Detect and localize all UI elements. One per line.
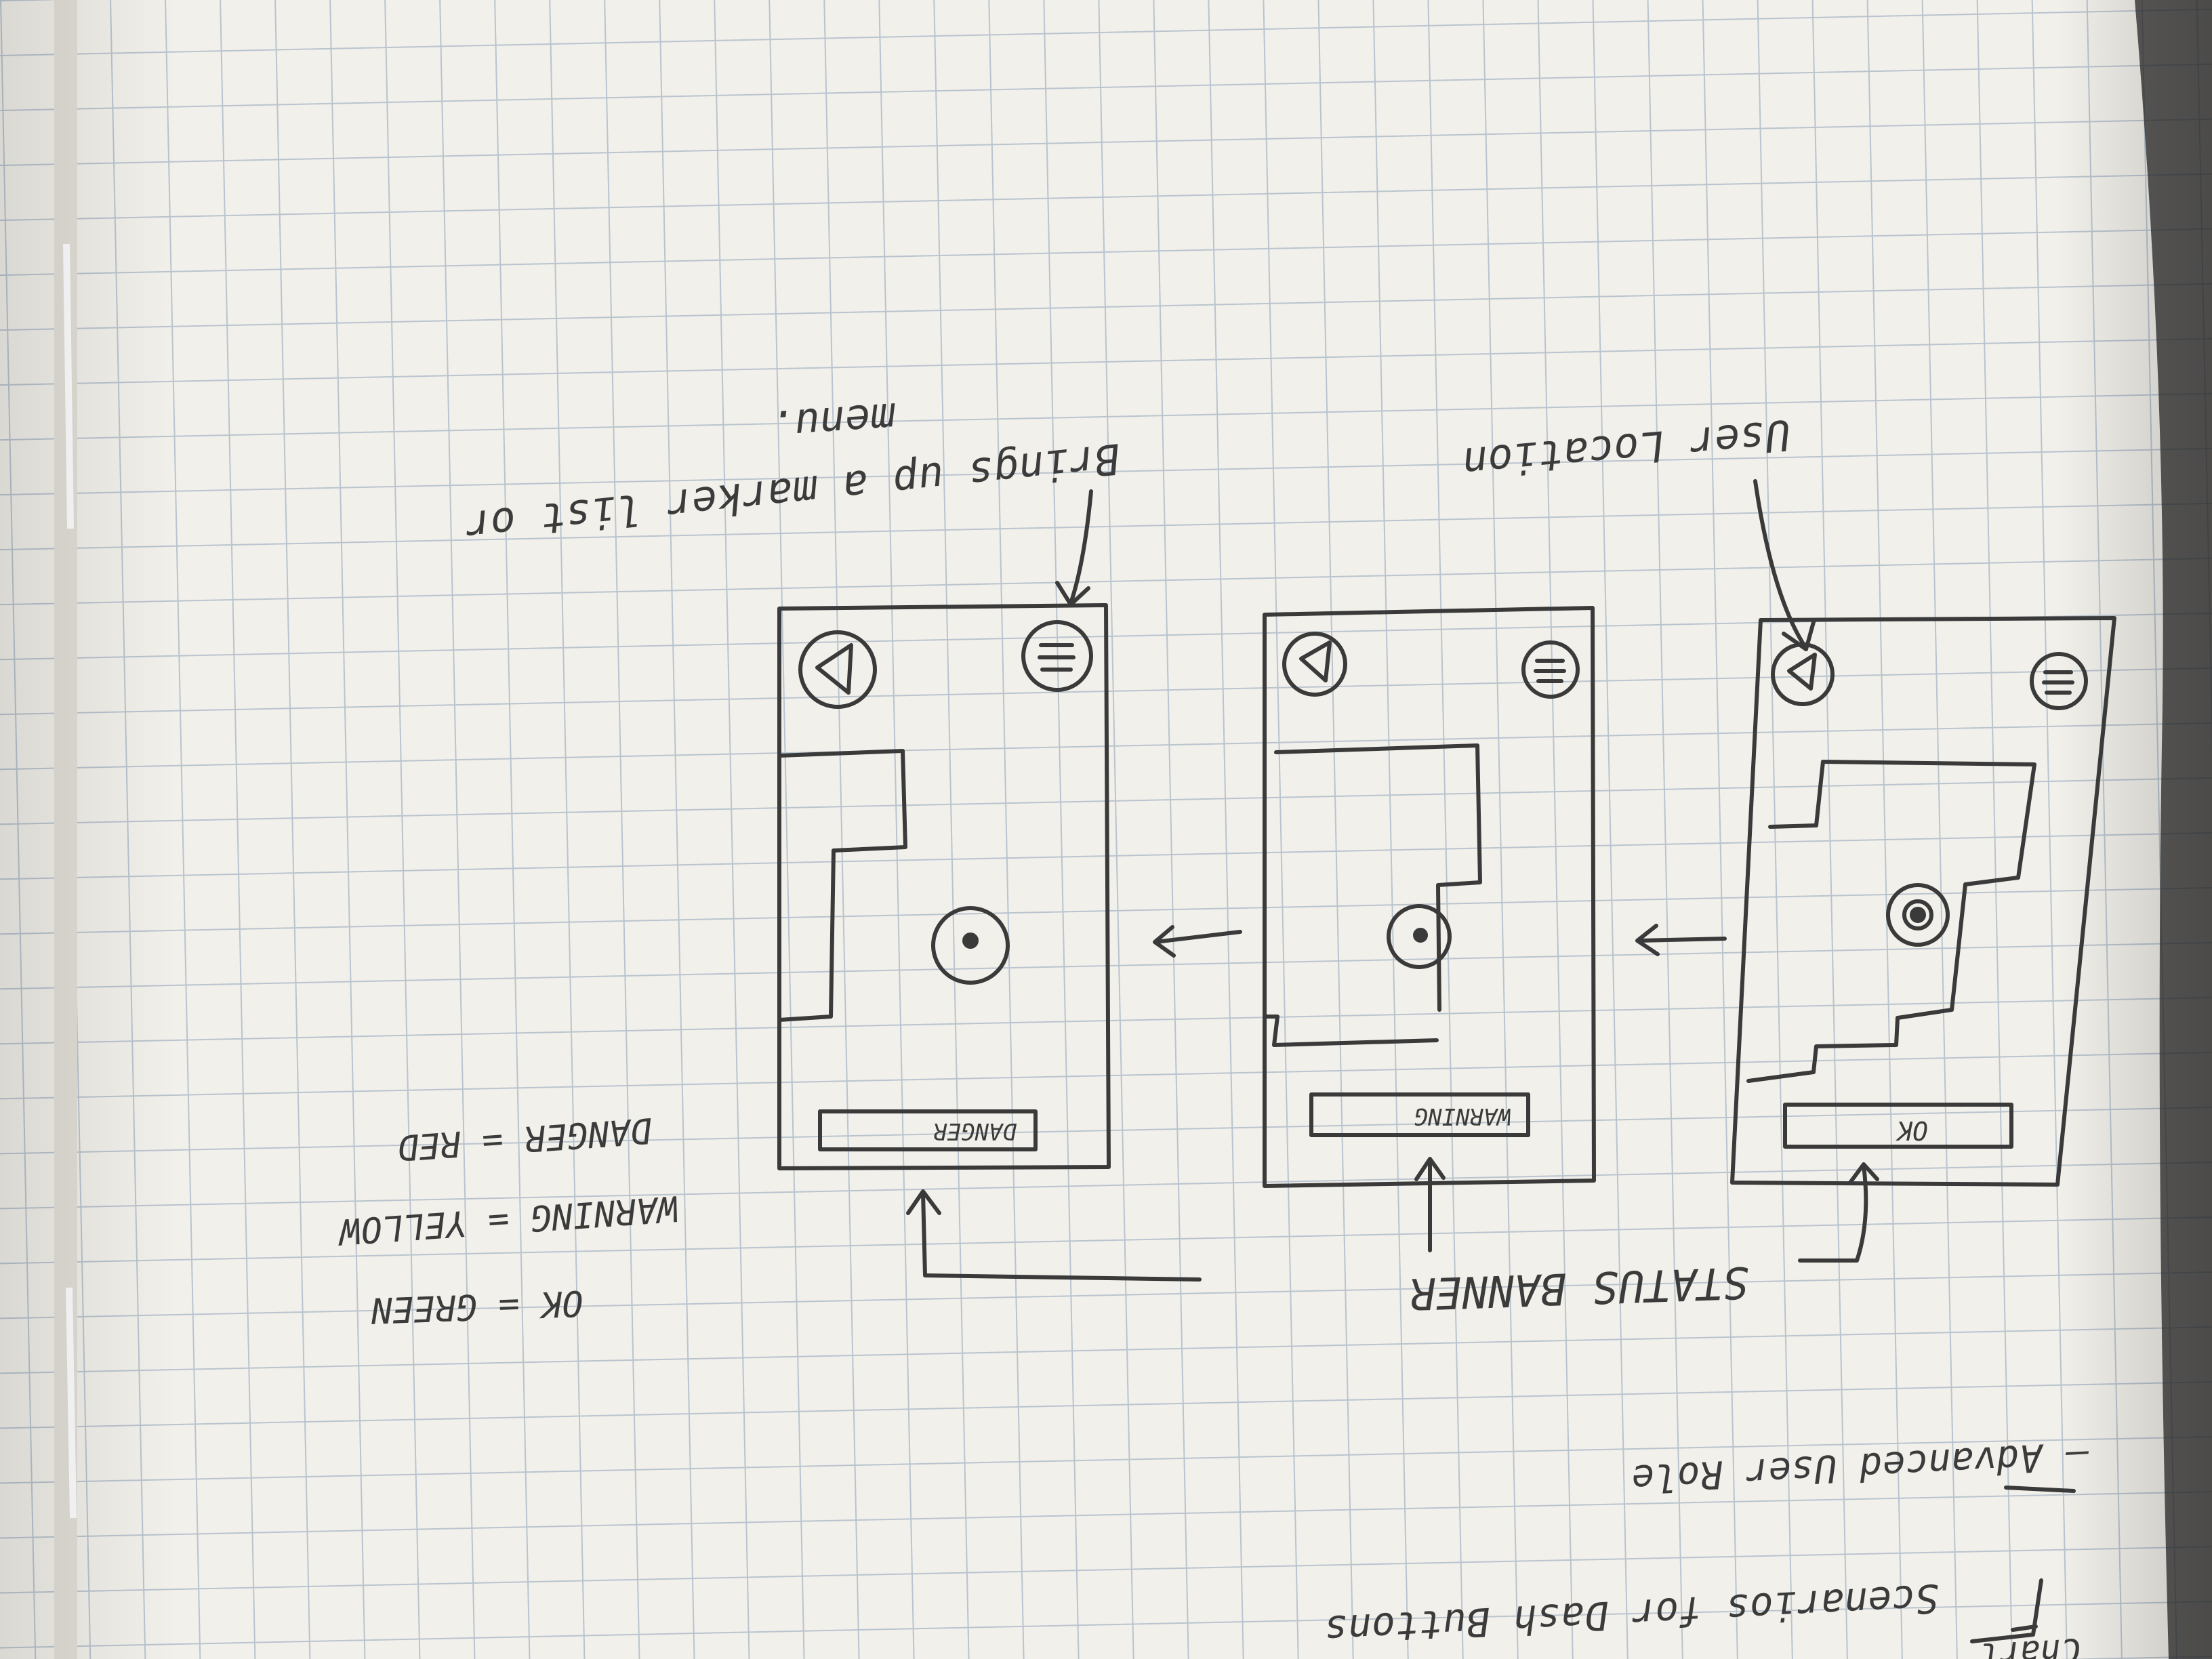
map-building-outline [1263, 743, 1482, 1047]
banner-label-warning: WARNING [1414, 1103, 1511, 1130]
menu-icon [1021, 620, 1093, 692]
map-building-outline [1746, 760, 2036, 1083]
location-arrow-icon [1282, 632, 1347, 697]
status-banner-pointer-left [906, 1189, 1202, 1282]
header-rule [1970, 1578, 2043, 1643]
status-banner-pointer-middle [1414, 1157, 1446, 1252]
subtitle-dash-left [2004, 1486, 2076, 1493]
status-banner-warning [1309, 1092, 1530, 1137]
phone-screen-danger [777, 603, 1111, 1170]
banner-label-danger: DANGER [933, 1118, 1017, 1145]
banner-label-ok: OK [1895, 1115, 1928, 1145]
arrow-user-location [1753, 479, 1816, 651]
status-banner-danger [818, 1109, 1038, 1151]
annotation-status-banner: STATUS BANNER [1409, 1256, 1750, 1318]
user-location-dot-icon [931, 906, 1010, 985]
arrow-warning-to-danger [1153, 925, 1242, 958]
phone-screen-warning [1263, 606, 1596, 1188]
menu-icon [1521, 640, 1580, 699]
header-prefix: Chart [1978, 1631, 2082, 1659]
map-building-outline [777, 749, 907, 1022]
status-banner-pointer-right [1798, 1162, 1879, 1263]
arrow-ok-to-warning [1635, 924, 1727, 956]
phone-screen-ok [1730, 616, 2116, 1187]
arrow-menu-note [1055, 489, 1093, 607]
status-banner-ok [1783, 1103, 2013, 1149]
user-location-dot-icon [1886, 883, 1950, 947]
user-location-dot-icon [1387, 904, 1452, 969]
legend-ok: OK = GREEN [370, 1282, 584, 1330]
menu-icon [2030, 652, 2088, 710]
annotation-menu-note-line2: menu. [768, 393, 898, 451]
location-arrow-icon [798, 630, 877, 709]
